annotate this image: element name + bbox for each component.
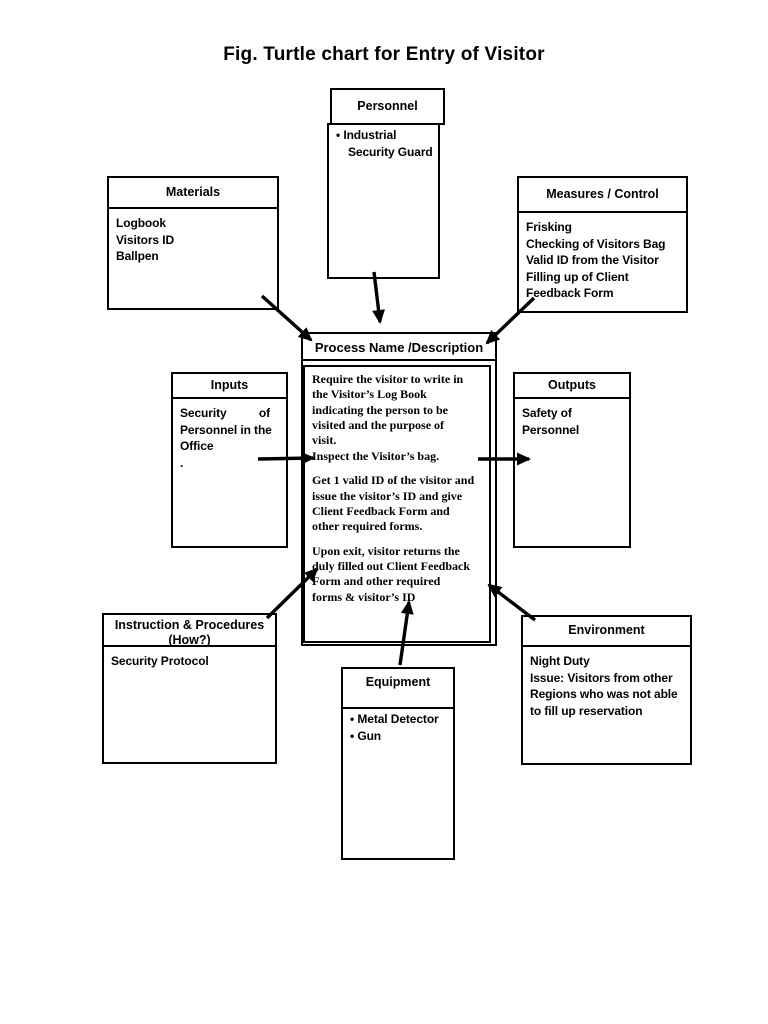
arrow-personnel-to-process: [372, 271, 386, 324]
instruction-procedures-box-header: Instruction & Procedures (How?): [104, 615, 275, 647]
process-paragraph: Upon exit, visitor returns the duly fill…: [312, 543, 471, 604]
materials-box: Materials Logbook Visitors ID Ballpen: [107, 176, 279, 310]
process-box: Process Name /Description Require the vi…: [301, 332, 497, 646]
environment-box-header: Environment: [523, 617, 690, 647]
inputs-box: Inputs Security of Personnel in the Offi…: [171, 372, 288, 548]
list-item: Metal Detector: [346, 711, 451, 728]
equipment-items: Metal DetectorGun: [343, 709, 453, 747]
process-paragraph: Get 1 valid ID of the visitor and issue …: [312, 473, 475, 534]
equipment-box-header: Equipment: [343, 669, 453, 709]
environment-box-body: Night Duty Issue: Visitors from other Re…: [530, 654, 678, 718]
list-item: Industrial Security Guard: [332, 127, 436, 161]
personnel-box-body: Industrial Security Guard: [327, 123, 440, 279]
process-box-header: Process Name /Description: [303, 334, 495, 361]
process-paragraph: Require the visitor to write in the Visi…: [312, 372, 464, 463]
instruction-procedures-box-body: Security Protocol: [111, 654, 209, 668]
equipment-box: Equipment Metal DetectorGun: [341, 667, 455, 860]
materials-box-header: Materials: [109, 178, 277, 209]
measures-control-box-header: Measures / Control: [519, 178, 686, 213]
personnel-items: Industrial Security Guard: [329, 125, 438, 163]
list-item: Gun: [346, 728, 451, 745]
inputs-box-header: Inputs: [173, 374, 286, 399]
environment-box: Environment Night Duty Issue: Visitors f…: [521, 615, 692, 765]
outputs-box-body: Safety of Personnel: [522, 406, 580, 437]
page-title: Fig. Turtle chart for Entry of Visitor: [223, 44, 545, 65]
personnel-box-header: Personnel: [330, 88, 445, 125]
outputs-box: Outputs Safety of Personnel: [513, 372, 631, 548]
outputs-box-header: Outputs: [515, 374, 629, 399]
measures-control-box: Measures / Control Frisking Checking of …: [517, 176, 688, 313]
process-box-body: Require the visitor to write in the Visi…: [303, 365, 491, 643]
measures-control-box-body: Frisking Checking of Visitors Bag Valid …: [526, 220, 666, 301]
materials-box-body: Logbook Visitors ID Ballpen: [116, 216, 175, 264]
instruction-procedures-box: Instruction & Procedures (How?) Security…: [102, 613, 277, 764]
inputs-box-body: Security of Personnel in the Office .: [180, 406, 272, 470]
